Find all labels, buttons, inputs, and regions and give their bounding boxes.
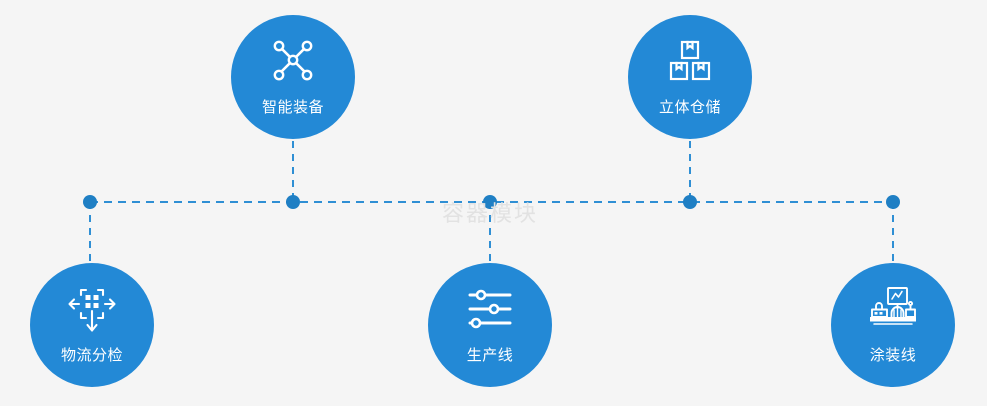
node-painting-line[interactable]: 涂装线 <box>831 263 955 387</box>
factory-machine-icon <box>868 284 918 334</box>
junction-dot <box>83 195 97 209</box>
node-label: 涂装线 <box>869 346 917 364</box>
node-stereoscopic-warehouse[interactable]: 立体仓储 <box>628 15 752 139</box>
node-intelligent-equipment[interactable]: 智能装备 <box>231 15 355 139</box>
sorting-arrows-icon <box>67 284 117 334</box>
node-production-line[interactable]: 生产线 <box>428 263 552 387</box>
node-label: 生产线 <box>466 346 514 364</box>
watermark-text: 容器模块 <box>441 202 538 227</box>
junction-dot <box>286 195 300 209</box>
node-logistics-sorting[interactable]: 物流分检 <box>30 263 154 387</box>
network-nodes-icon <box>268 36 318 86</box>
node-label: 物流分检 <box>60 346 123 364</box>
sliders-icon <box>465 284 515 334</box>
junction-dot <box>483 195 497 209</box>
node-label: 立体仓储 <box>658 98 721 116</box>
node-label: 智能装备 <box>261 98 324 116</box>
stacked-boxes-icon <box>665 36 715 86</box>
junction-dot <box>683 195 697 209</box>
junction-dot <box>886 195 900 209</box>
